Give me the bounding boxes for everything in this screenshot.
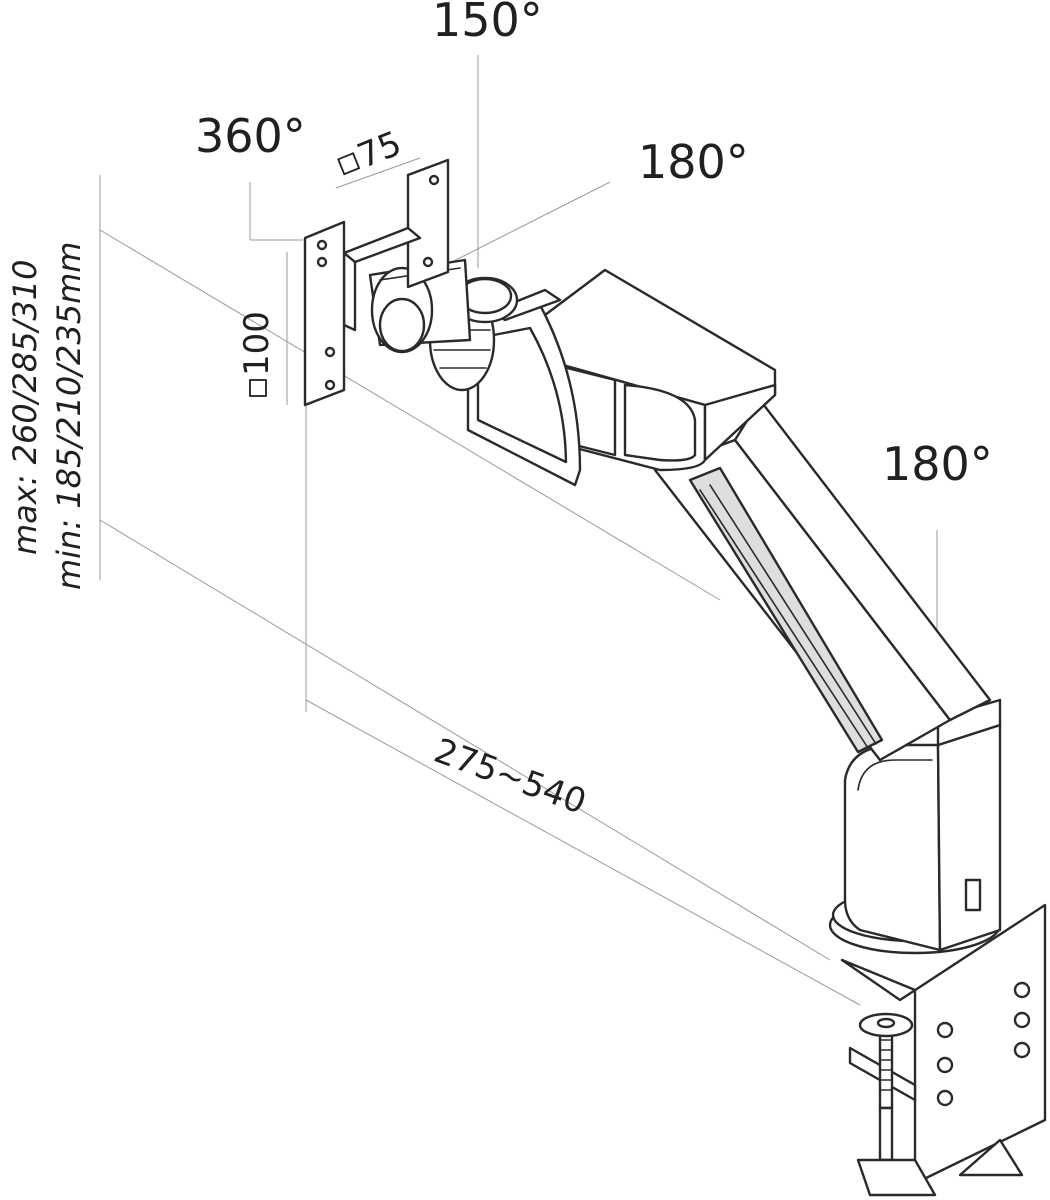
vesa-large-value: 100	[237, 311, 277, 376]
dimension-lines	[99, 55, 938, 1006]
square-symbol-icon	[249, 379, 267, 397]
vesa-plate	[303, 158, 450, 407]
base-column	[828, 698, 1002, 955]
height-max-label: max: 260/285/310	[6, 260, 44, 555]
desk-clamp	[840, 903, 1047, 1197]
square-symbol-icon	[337, 152, 361, 176]
vesa-large-label: 100	[237, 311, 277, 397]
upper-joint	[543, 268, 777, 472]
rotation-angle-label: 360°	[195, 109, 306, 163]
arm-beam	[653, 398, 992, 762]
swivel-base-angle-label: 180°	[882, 437, 993, 491]
vesa-small-label: 75	[337, 124, 407, 177]
reach-range-label: 275~540	[429, 731, 591, 823]
tilt-angle-label: 150°	[432, 0, 543, 47]
height-min-label: min: 185/210/235mm	[50, 242, 88, 590]
swivel-joint	[368, 258, 519, 392]
swivel-head-angle-label: 180°	[638, 135, 749, 189]
tilt-bracket	[466, 288, 582, 487]
vesa-small-value: 75	[352, 124, 407, 177]
